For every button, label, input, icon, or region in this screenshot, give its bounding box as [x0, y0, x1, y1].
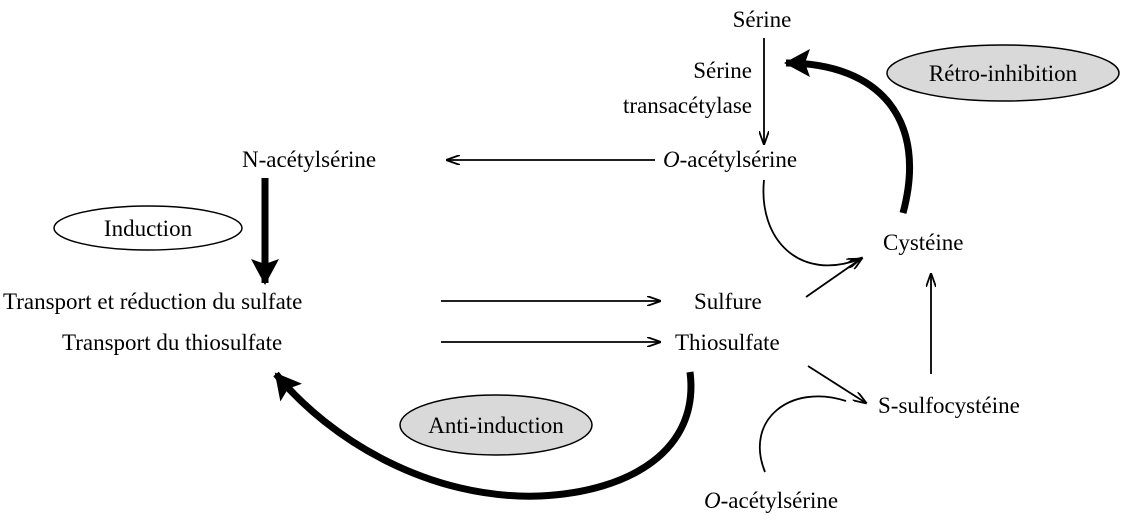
cysteine-label: Cystéine: [883, 230, 964, 255]
sulfate-transport-label: Transport et réduction du sulfate: [3, 289, 302, 314]
o-acetylserine-bottom-label: O-acétylsérine: [704, 488, 838, 513]
o-acetylserine-bottom-to-s-sulfocysteine-curve: [759, 395, 847, 473]
serine-label: Sérine: [733, 7, 792, 32]
n-acetylserine-label: N-acétylsérine: [242, 147, 376, 172]
induction-label: Induction: [104, 216, 193, 241]
retro-inhibition-label: Rétro-inhibition: [929, 61, 1078, 86]
s-sulfocysteine-label: S-sulfocystéine: [878, 393, 1020, 418]
anti-induction-label: Anti-induction: [428, 413, 564, 438]
o-acetylserine-bottom-prefix: O: [704, 488, 721, 513]
thiosulfate-transport-label: Transport du thiosulfate: [62, 330, 282, 355]
o-acetylserine-top-prefix: O: [663, 147, 680, 172]
sulfure-to-cysteine-arrow: [805, 258, 862, 298]
anti-induction-bubble: Anti-induction: [399, 394, 593, 456]
induction-bubble: Induction: [53, 205, 243, 251]
retro-inhibition-arrow: [784, 49, 914, 214]
anti-induction-arrow: [273, 371, 695, 500]
retro-inhibition-bubble: Rétro-inhibition: [886, 44, 1120, 102]
o-acetylserine-to-cysteine-curve: [762, 179, 860, 265]
enzyme-label-line2: transacétylase: [623, 93, 752, 118]
enzyme-label-line1: Sérine: [693, 58, 752, 83]
sulfure-label: Sulfure: [694, 289, 762, 314]
thiosulfate-label: Thiosulfate: [675, 330, 780, 355]
o-acetylserine-top-label: O-acétylsérine: [663, 147, 797, 172]
o-acetylserine-bottom-suffix: -acétylsérine: [721, 488, 838, 513]
thiosulfate-to-s-sulfocysteine-arrow: [807, 365, 866, 403]
o-acetylserine-top-suffix: -acétylsérine: [680, 147, 797, 172]
